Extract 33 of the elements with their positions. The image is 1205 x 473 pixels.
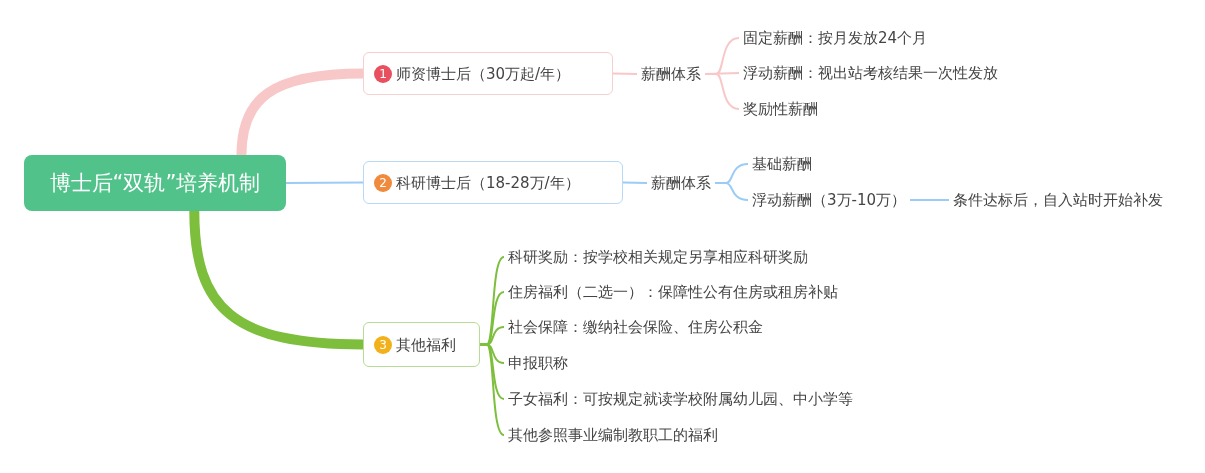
subtopic-text: 固定薪酬：按月发放24个月 xyxy=(739,25,932,51)
subtopic-text: 奖励性薪酬 xyxy=(739,96,822,122)
branch-line xyxy=(612,72,638,75)
subtopic-text: 科研奖励：按学校相关规定另享相应科研奖励 xyxy=(504,244,812,270)
subtopic-text: 基础薪酬 xyxy=(748,151,816,177)
number-badge: 3 xyxy=(374,335,392,354)
topic-box xyxy=(363,322,480,367)
branch-line xyxy=(909,199,950,201)
subtopic-text: 子女福利：可按规定就读学校附属幼儿园、中小学等 xyxy=(504,386,857,412)
subtopic-text: 浮动薪酬：视出站考核结果一次性发放 xyxy=(739,60,1002,86)
subtopic-text: 住房福利（二选一）：保障性公有住房或租房补贴 xyxy=(504,279,842,305)
branch-line xyxy=(479,343,505,436)
subtopic-text: 社会保障：缴纳社会保险、住房公积金 xyxy=(504,314,767,340)
branch-line xyxy=(285,181,364,184)
number-badge: 1 xyxy=(374,64,392,83)
branch-line xyxy=(189,210,364,350)
branch-line xyxy=(236,68,364,156)
topic-box xyxy=(363,52,613,95)
subtopic-text: 薪酬体系 xyxy=(647,170,715,196)
branch-line xyxy=(714,182,749,201)
topic-label: 其他福利 xyxy=(396,334,456,355)
subtopic-text: 条件达标后，自入站时开始补发 xyxy=(949,187,1167,213)
root-topic-box: 博士后“双轨”培养机制 xyxy=(24,155,286,211)
subtopic-text: 申报职称 xyxy=(504,350,572,376)
subtopic-text: 薪酬体系 xyxy=(637,61,705,87)
branch-line xyxy=(622,181,648,184)
subtopic-text: 其他参照事业编制教职工的福利 xyxy=(504,422,722,448)
subtopic-text: 浮动薪酬（3万-10万） xyxy=(748,187,911,213)
topic-label: 科研博士后（18-28万/年） xyxy=(396,172,580,193)
topic-box xyxy=(363,161,623,204)
number-badge: 2 xyxy=(374,173,392,192)
branch-line xyxy=(704,73,740,110)
topic-label: 师资博士后（30万起/年） xyxy=(396,63,571,84)
